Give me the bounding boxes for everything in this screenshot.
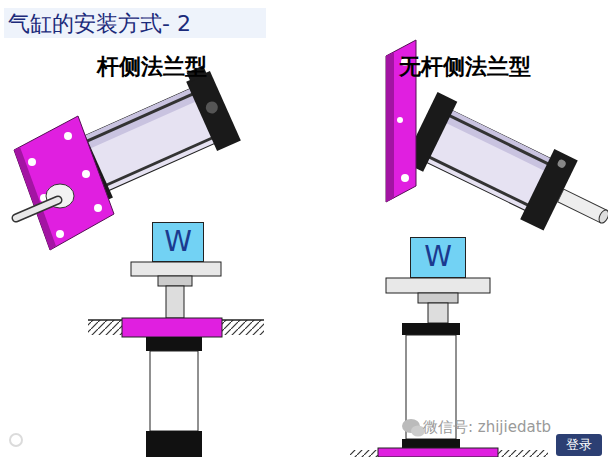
title: 气缸的安装方式- 2	[8, 9, 191, 39]
button-label: 登录	[566, 438, 592, 452]
wechat-icon	[402, 419, 425, 437]
cylinder-3d-left	[14, 64, 241, 250]
watermark-logo	[10, 434, 22, 446]
login-button: 登录	[556, 434, 602, 456]
mount-schematic-left	[88, 262, 264, 457]
load-label: W	[424, 242, 452, 273]
watermark: 微信号: zhijiedatb	[423, 418, 551, 437]
heading: 杆侧法兰型	[97, 52, 207, 82]
title-ground	[4, 8, 266, 38]
load-label: W	[164, 227, 192, 258]
heading: 无杆侧法兰型	[399, 52, 531, 82]
load-box: W	[410, 237, 466, 278]
load-box: W	[152, 222, 204, 262]
cylinder-3d-right	[386, 40, 608, 253]
